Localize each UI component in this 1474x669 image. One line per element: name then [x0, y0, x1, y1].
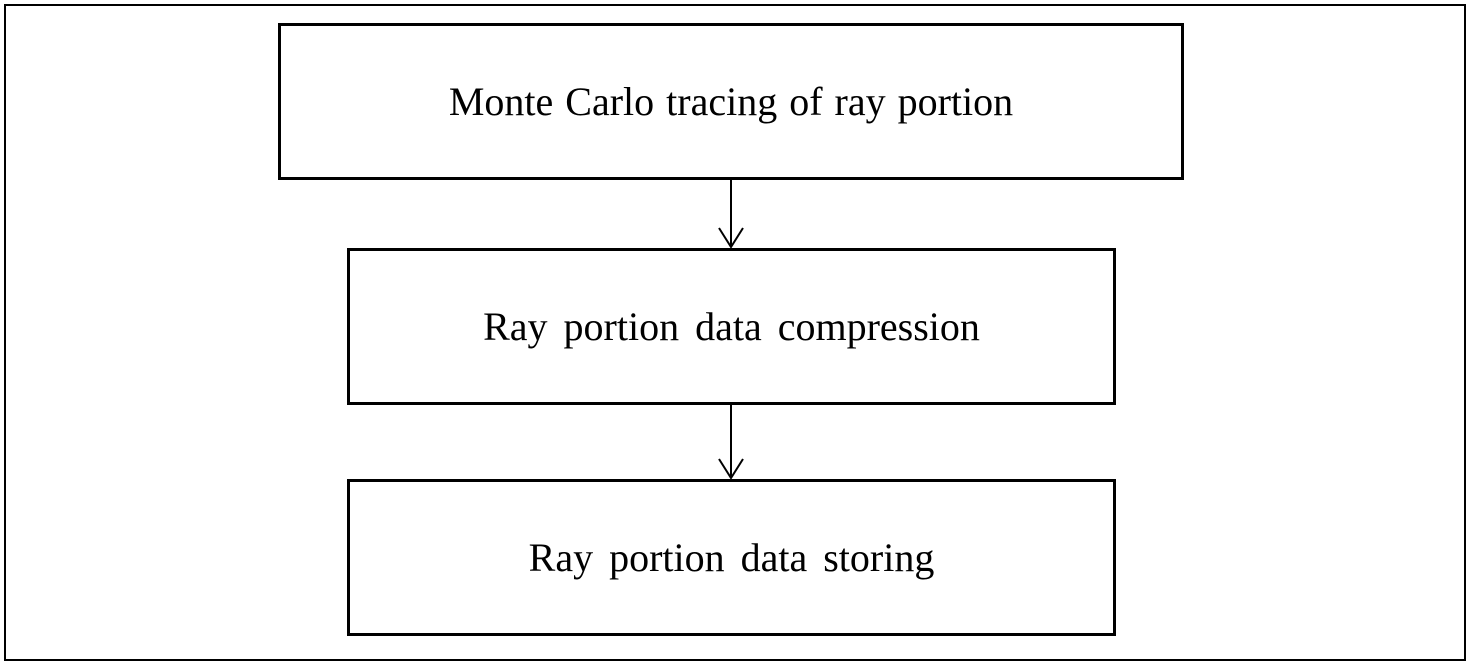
step-box-monte-carlo-tracing: Monte Carlo tracing of ray portion	[278, 23, 1184, 180]
step-label-monte-carlo-tracing: Monte Carlo tracing of ray portion	[448, 79, 1014, 124]
step-label-data-storing: Ray portion data storing	[528, 535, 935, 580]
step-label-data-compression: Ray portion data compression	[483, 304, 980, 349]
step-box-data-compression: Ray portion data compression	[347, 248, 1116, 405]
step-box-data-storing: Ray portion data storing	[347, 479, 1116, 636]
